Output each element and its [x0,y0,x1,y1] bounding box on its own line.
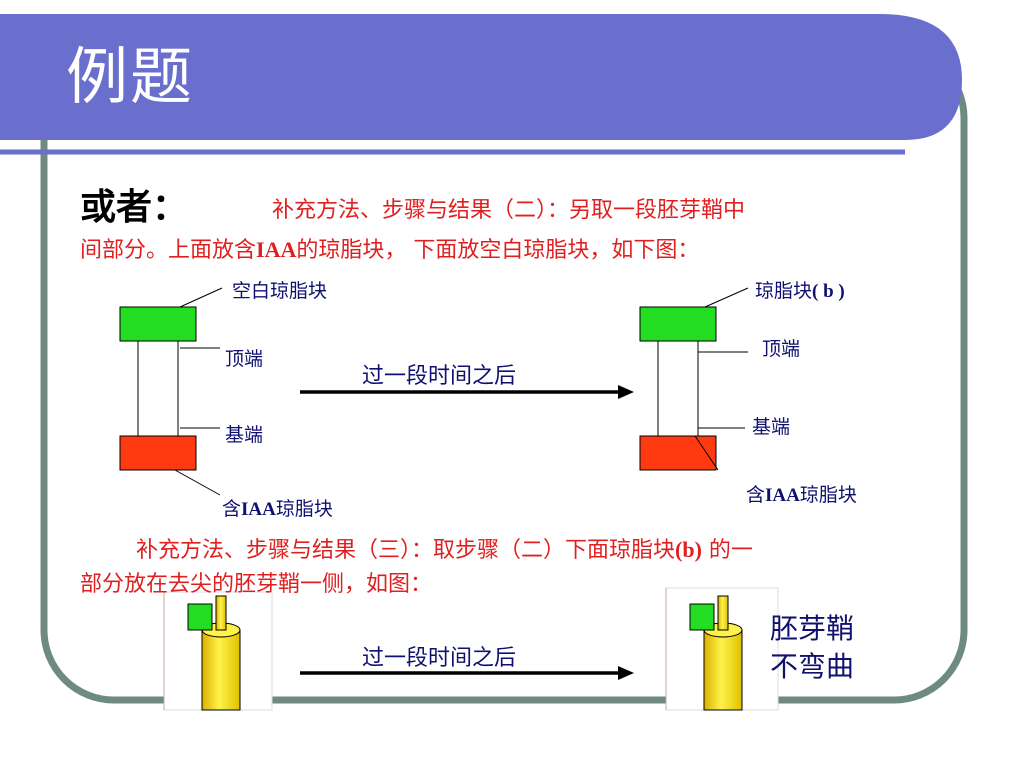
paragraph2-line1: 补充方法、步骤与结果（三）：取步骤（二）下面琼脂块(b) 的一 [136,537,753,563]
label-top-end: 顶端 [225,348,264,370]
iaa-agar-block [639,435,717,471]
label-blank-agar-block: 空白琼脂块 [232,280,328,302]
arrow-1 [300,385,634,399]
diagram1-right [639,287,749,471]
label-iaa-agar-block-right: 含IAA琼脂块 [746,484,857,506]
arrow-2 [300,666,634,680]
slide-title: 例题 [66,40,195,113]
coleoptile-segment [657,339,699,437]
diagram2-left [163,591,273,711]
label-agar-block-b: 琼脂块( b ) [755,280,845,302]
label-base-end-right: 基端 [752,416,791,438]
paragraph1-line1: 补充方法、步骤与结果（二）：另取一段胚芽鞘中 [272,198,746,223]
label-iaa-agar-block: 含IAA琼脂块 [222,498,333,520]
coleoptile-stub [215,595,227,631]
agar-block-b-side [689,603,715,631]
header-band [0,14,962,140]
arrow2-label: 过一段时间之后 [362,646,517,671]
coleoptile-segment [137,339,179,437]
label-top-end-right: 顶端 [762,338,801,360]
paragraph1-line2: 间部分。上面放含IAA的琼脂块， 下面放空白琼脂块，如下图： [80,237,700,263]
arrow1-label: 过一段时间之后 [362,364,517,389]
diagram1-left [119,287,223,496]
coleoptile-stub [717,595,729,631]
result-text: 胚芽鞘不弯曲 [770,612,855,683]
lead-text: 或者： [80,186,189,228]
paragraph2-line2: 部分放在去尖的胚芽鞘一侧，如图： [80,572,433,597]
agar-block-b [639,306,717,342]
blank-agar-block [119,306,197,342]
decapitated-coleoptile [703,629,743,711]
agar-block-b-side [187,603,213,631]
decapitated-coleoptile [201,629,241,711]
label-base-end: 基端 [225,424,264,446]
diagram2-right [665,587,779,711]
iaa-agar-block [119,435,197,471]
